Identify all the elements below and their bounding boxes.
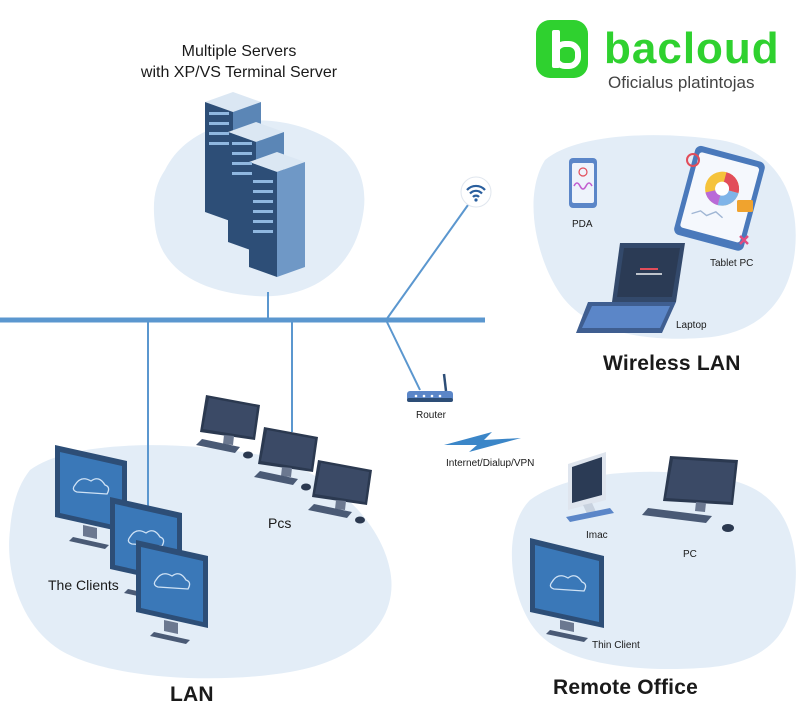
network-lines	[0, 204, 485, 560]
brand-tagline: Oficialus platintojas	[608, 73, 755, 92]
server-rack-icon	[205, 92, 305, 277]
tablet-pc-icon	[674, 145, 765, 251]
servers-title-line2: with XP/VS Terminal Server	[140, 64, 338, 81]
clients-label: The Clients	[48, 577, 119, 593]
servers-title-line1: Multiple Servers	[181, 43, 297, 60]
lan-pc-icons	[196, 395, 372, 524]
imac-icon	[566, 452, 614, 522]
pc-label: PC	[683, 549, 697, 560]
imac-label: Imac	[586, 530, 608, 541]
router-icon	[407, 373, 453, 402]
router-label: Router	[416, 410, 447, 421]
bacloud-logo-icon	[536, 20, 588, 78]
wifi-icon	[460, 176, 492, 208]
thin-client-monitor-icon	[530, 538, 604, 642]
pda-icon	[569, 158, 597, 208]
router-drop-line	[385, 319, 421, 391]
internet-link-label: Internet/Dialup/VPN	[446, 458, 535, 469]
wireless-lan-title: Wireless LAN	[603, 352, 741, 375]
laptop-label: Laptop	[676, 320, 707, 331]
client-monitor-icons	[55, 445, 208, 644]
brand-name: bacloud	[604, 24, 780, 73]
thin-client-label: Thin Client	[592, 640, 640, 651]
tablet-pc-label: Tablet PC	[710, 258, 754, 269]
pcs-label: Pcs	[268, 515, 292, 531]
pda-label: PDA	[572, 219, 593, 230]
lightning-icon	[444, 432, 521, 452]
lan-title: LAN	[170, 683, 214, 706]
wifi-uplink-line	[385, 204, 469, 321]
remote-pc-icon	[642, 456, 738, 532]
remote-office-title: Remote Office	[553, 676, 698, 699]
laptop-icon	[576, 243, 685, 333]
